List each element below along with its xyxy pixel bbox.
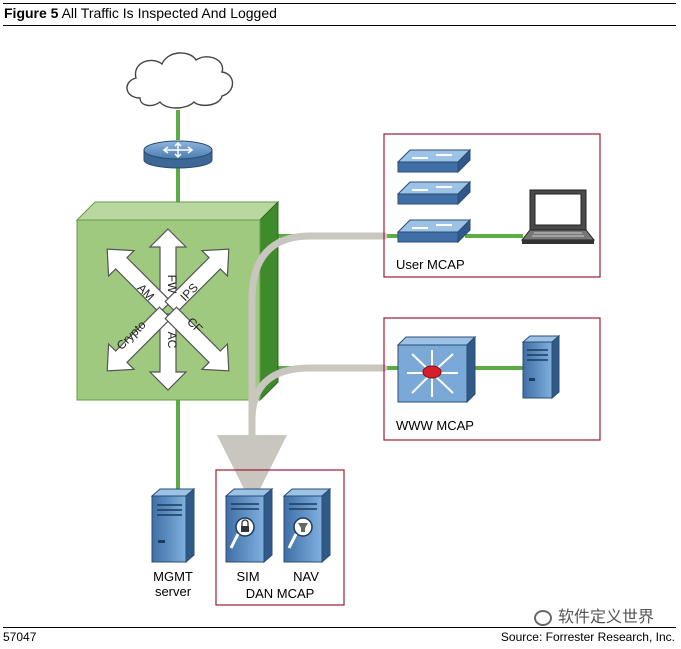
footer-rule: [3, 627, 676, 628]
laptop-icon: [520, 189, 596, 244]
flow-www-to-dan: [248, 364, 388, 424]
user-mcap-box: [383, 133, 601, 278]
arrow-down: [148, 313, 188, 391]
www-mcap-label: WWW MCAP: [396, 418, 474, 433]
mgmt-label-line2: server: [154, 584, 192, 599]
dan-mcap-label: DAN MCAP: [245, 586, 315, 601]
figure-title: Figure 5 All Traffic Is Inspected And Lo…: [4, 5, 277, 21]
security-hub: FW AM IPS Crypto CF AC: [75, 200, 280, 402]
internet-cloud-icon: [126, 52, 234, 109]
dan-mcap-box: [215, 469, 345, 606]
mgmt-server-label: MGMT server: [140, 569, 206, 599]
hub-arrows: [106, 228, 230, 391]
mgmt-server-icon: [150, 487, 196, 564]
source-credit: Source: Forrester Research, Inc.: [500, 630, 675, 644]
user-mcap-label: User MCAP: [396, 257, 465, 272]
watermark: 软件定义世界: [534, 603, 654, 627]
www-firewall-icon: [396, 335, 477, 404]
arrow-label-ac: AC: [165, 332, 179, 349]
figure-caption: All Traffic Is Inspected And Logged: [61, 5, 277, 21]
switch-icon-2: [396, 180, 472, 206]
watermark-text: 软件定义世界: [558, 609, 655, 626]
flow-user-to-dan: [217, 232, 388, 505]
figure-label: Figure 5: [4, 5, 59, 21]
switch-icon-1: [396, 148, 472, 174]
mgmt-label-line1: MGMT: [153, 569, 193, 584]
switch-icon-3: [396, 218, 472, 244]
nav-label: NAV: [293, 569, 319, 584]
router-icon: [143, 140, 213, 169]
sim-server-icon: [224, 487, 274, 564]
sim-label: SIM: [236, 569, 260, 584]
inspection-flows: [217, 232, 388, 505]
arrow-label-fw: FW: [165, 275, 179, 294]
title-rule: [3, 25, 676, 26]
wechat-icon: [534, 609, 552, 626]
top-rule: [3, 3, 676, 4]
nav-server-icon: [282, 487, 332, 564]
www-mcap-box: [383, 317, 601, 441]
figure-id: 57047: [3, 630, 37, 644]
www-server-icon: [521, 334, 561, 400]
